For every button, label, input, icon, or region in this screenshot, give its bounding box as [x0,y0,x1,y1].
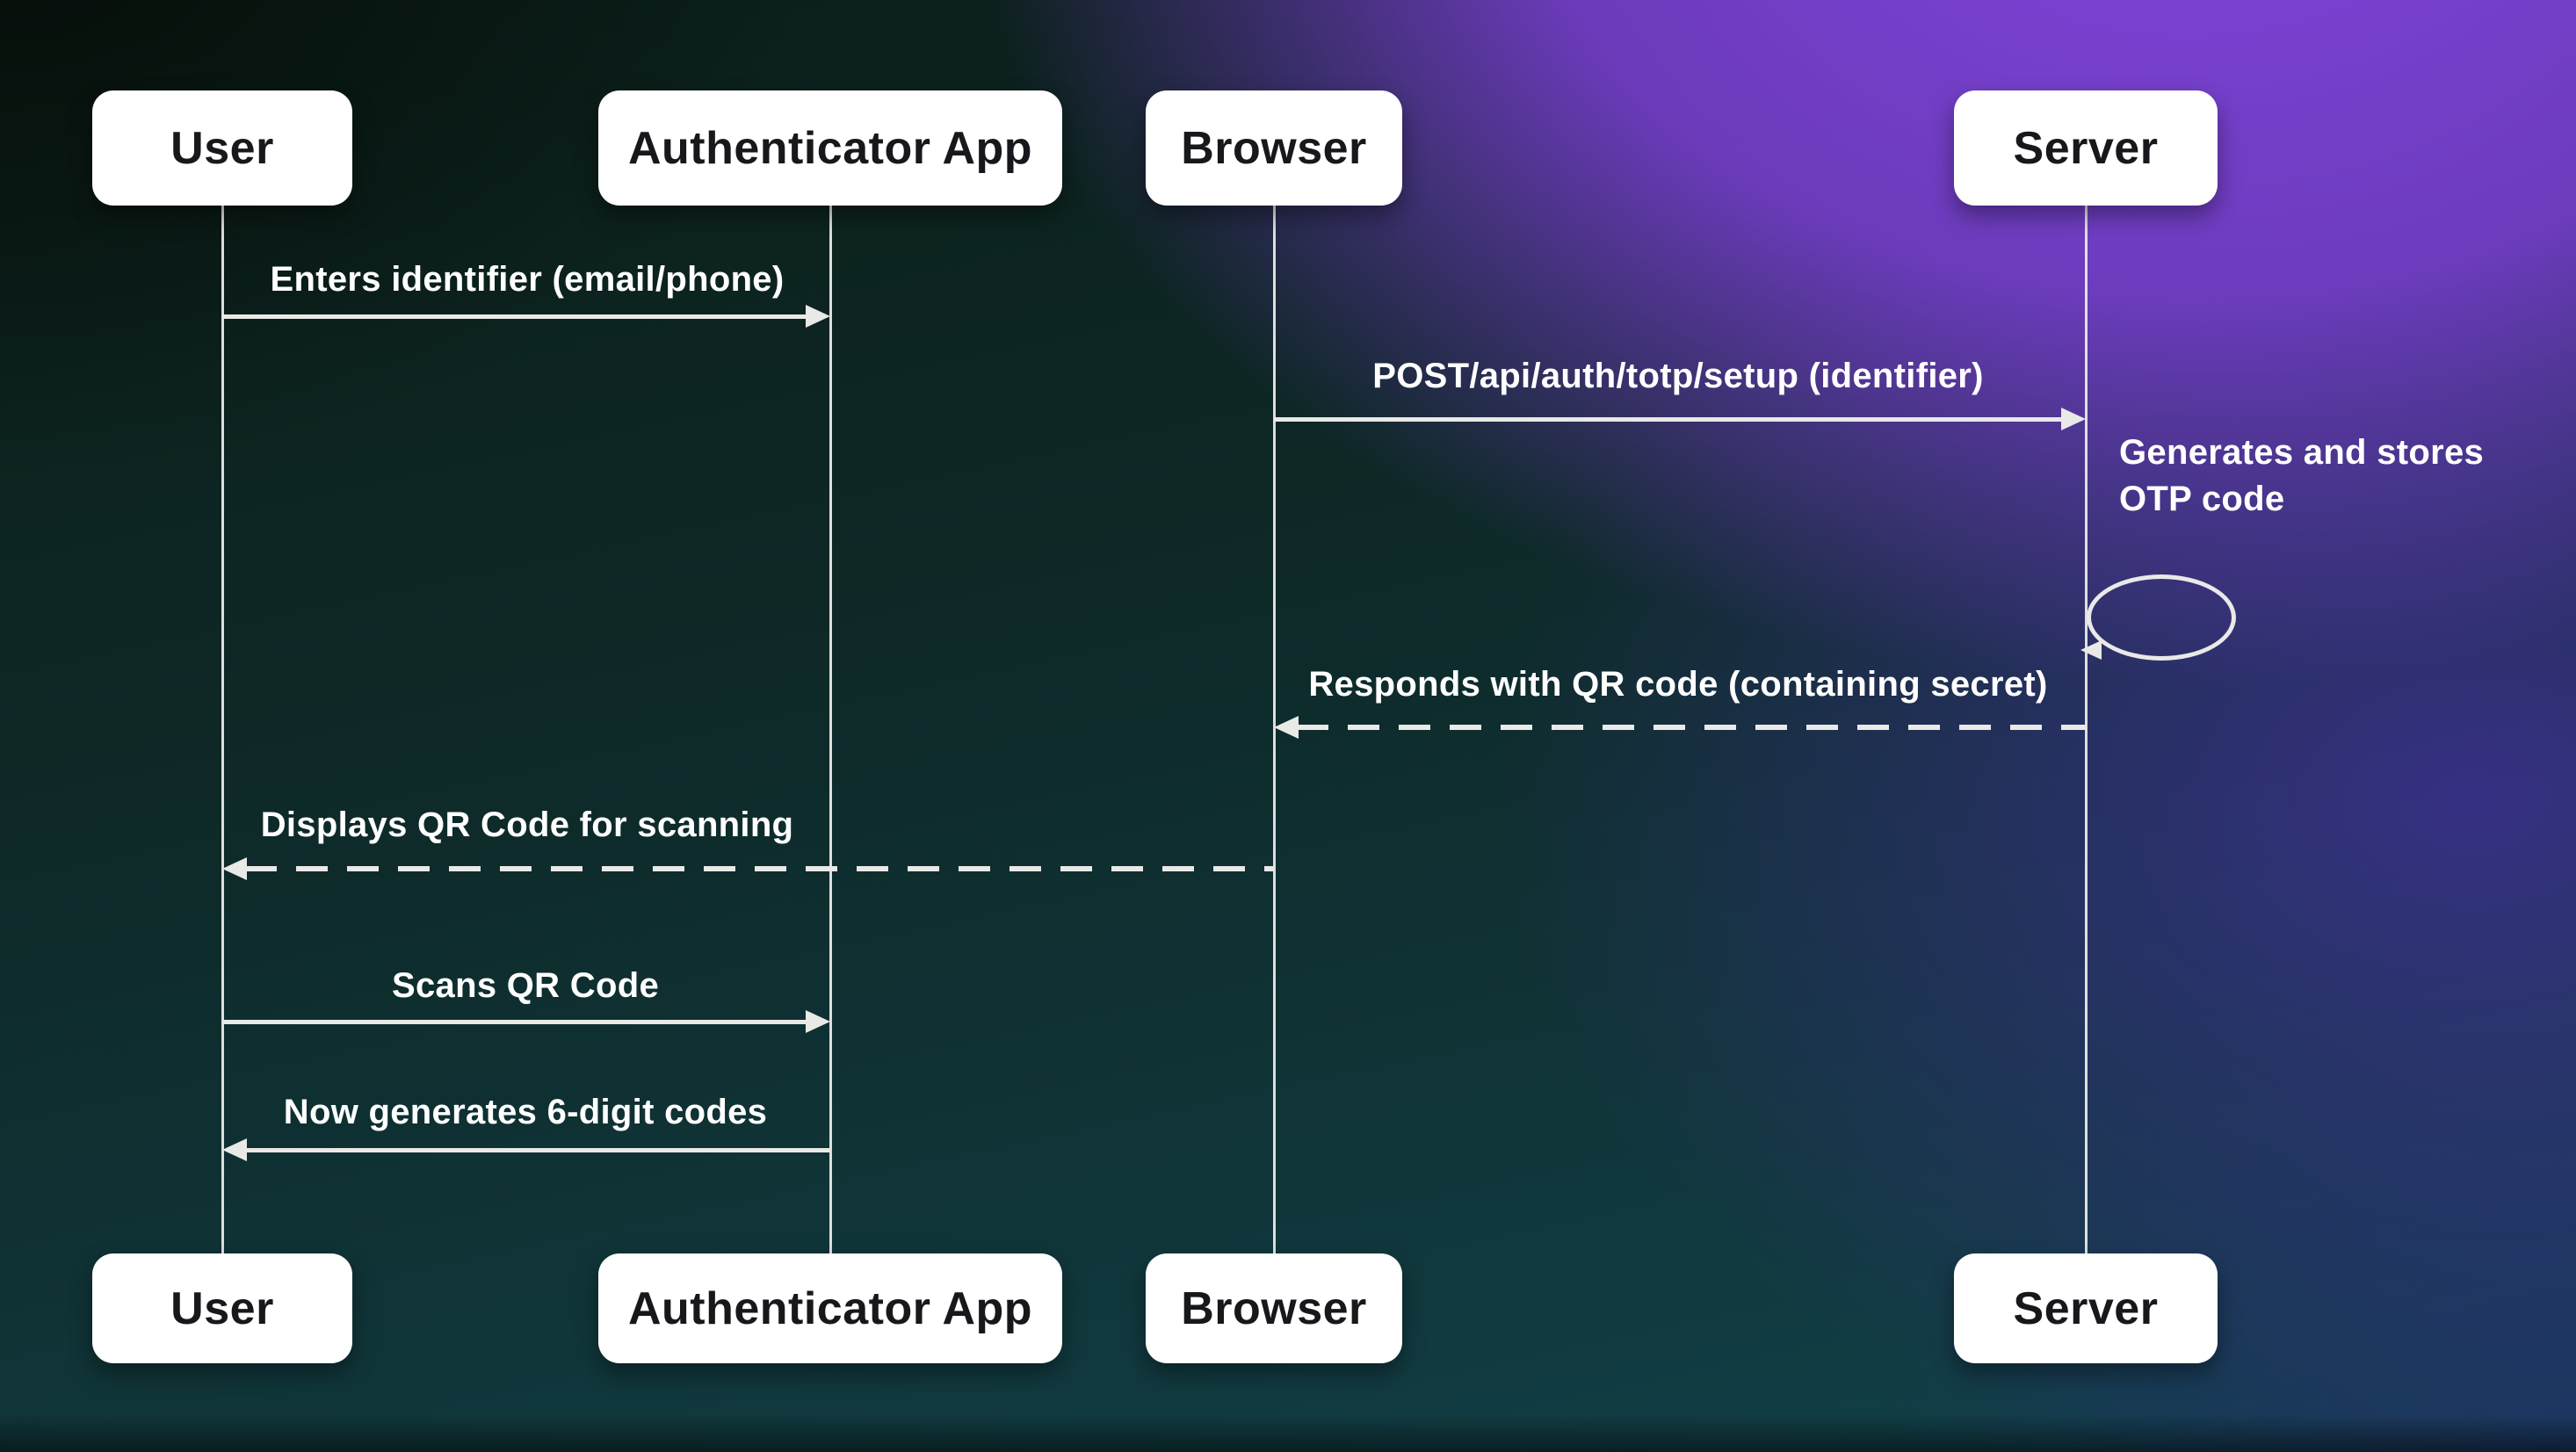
actor-label: Server [2013,1282,2159,1334]
message-label-1: Enters identifier (email/phone) [270,260,785,299]
arrowhead-icon [1274,716,1299,739]
arrowhead-icon [2061,408,2086,430]
arrowhead-icon [806,1010,830,1033]
actor-label: User [170,122,274,174]
arrowhead-icon [806,305,830,328]
message-line-5 [245,866,1274,871]
actor-label: Browser [1181,122,1367,174]
message-line-2 [1274,417,2063,422]
message-line-4 [1297,725,2086,730]
actor-label: User [170,1282,274,1334]
actor-box-server-bottom: Server [1954,1253,2218,1363]
lifeline-authenticator [829,205,832,1254]
lifeline-server [2084,205,2088,1254]
self-loop-arrowhead-icon [2080,640,2102,660]
message-line-7 [245,1148,830,1152]
arrowhead-icon [222,857,247,880]
message-label-7: Now generates 6-digit codes [283,1093,768,1131]
actor-label: Authenticator App [627,122,1033,174]
actor-label: Server [2013,122,2159,174]
actor-label: Browser [1181,1282,1367,1334]
actor-box-browser-top: Browser [1146,90,1402,206]
actor-box-server-top: Server [1954,90,2218,206]
message-line-1 [222,314,807,319]
actor-label: Authenticator App [627,1282,1033,1334]
message-label-2: POST/api/auth/totp/setup (identifier) [1372,357,1984,395]
message-label-6: Scans QR Code [392,966,659,1005]
self-loop-ellipse [2087,574,2236,661]
arrowhead-icon [222,1138,247,1161]
actor-box-user-bottom: User [92,1253,352,1363]
actor-box-authenticator-bottom: Authenticator App [598,1253,1062,1363]
message-label-3: Generates and stores OTP code [2119,433,2485,518]
message-label-4: Responds with QR code (containing secret… [1308,665,2048,704]
message-line-6 [222,1020,807,1024]
actor-box-authenticator-top: Authenticator App [598,90,1062,206]
lifeline-user [221,205,224,1254]
actor-box-user-top: User [92,90,352,206]
actor-box-browser-bottom: Browser [1146,1253,1402,1363]
message-label-5: Displays QR Code for scanning [260,805,794,844]
